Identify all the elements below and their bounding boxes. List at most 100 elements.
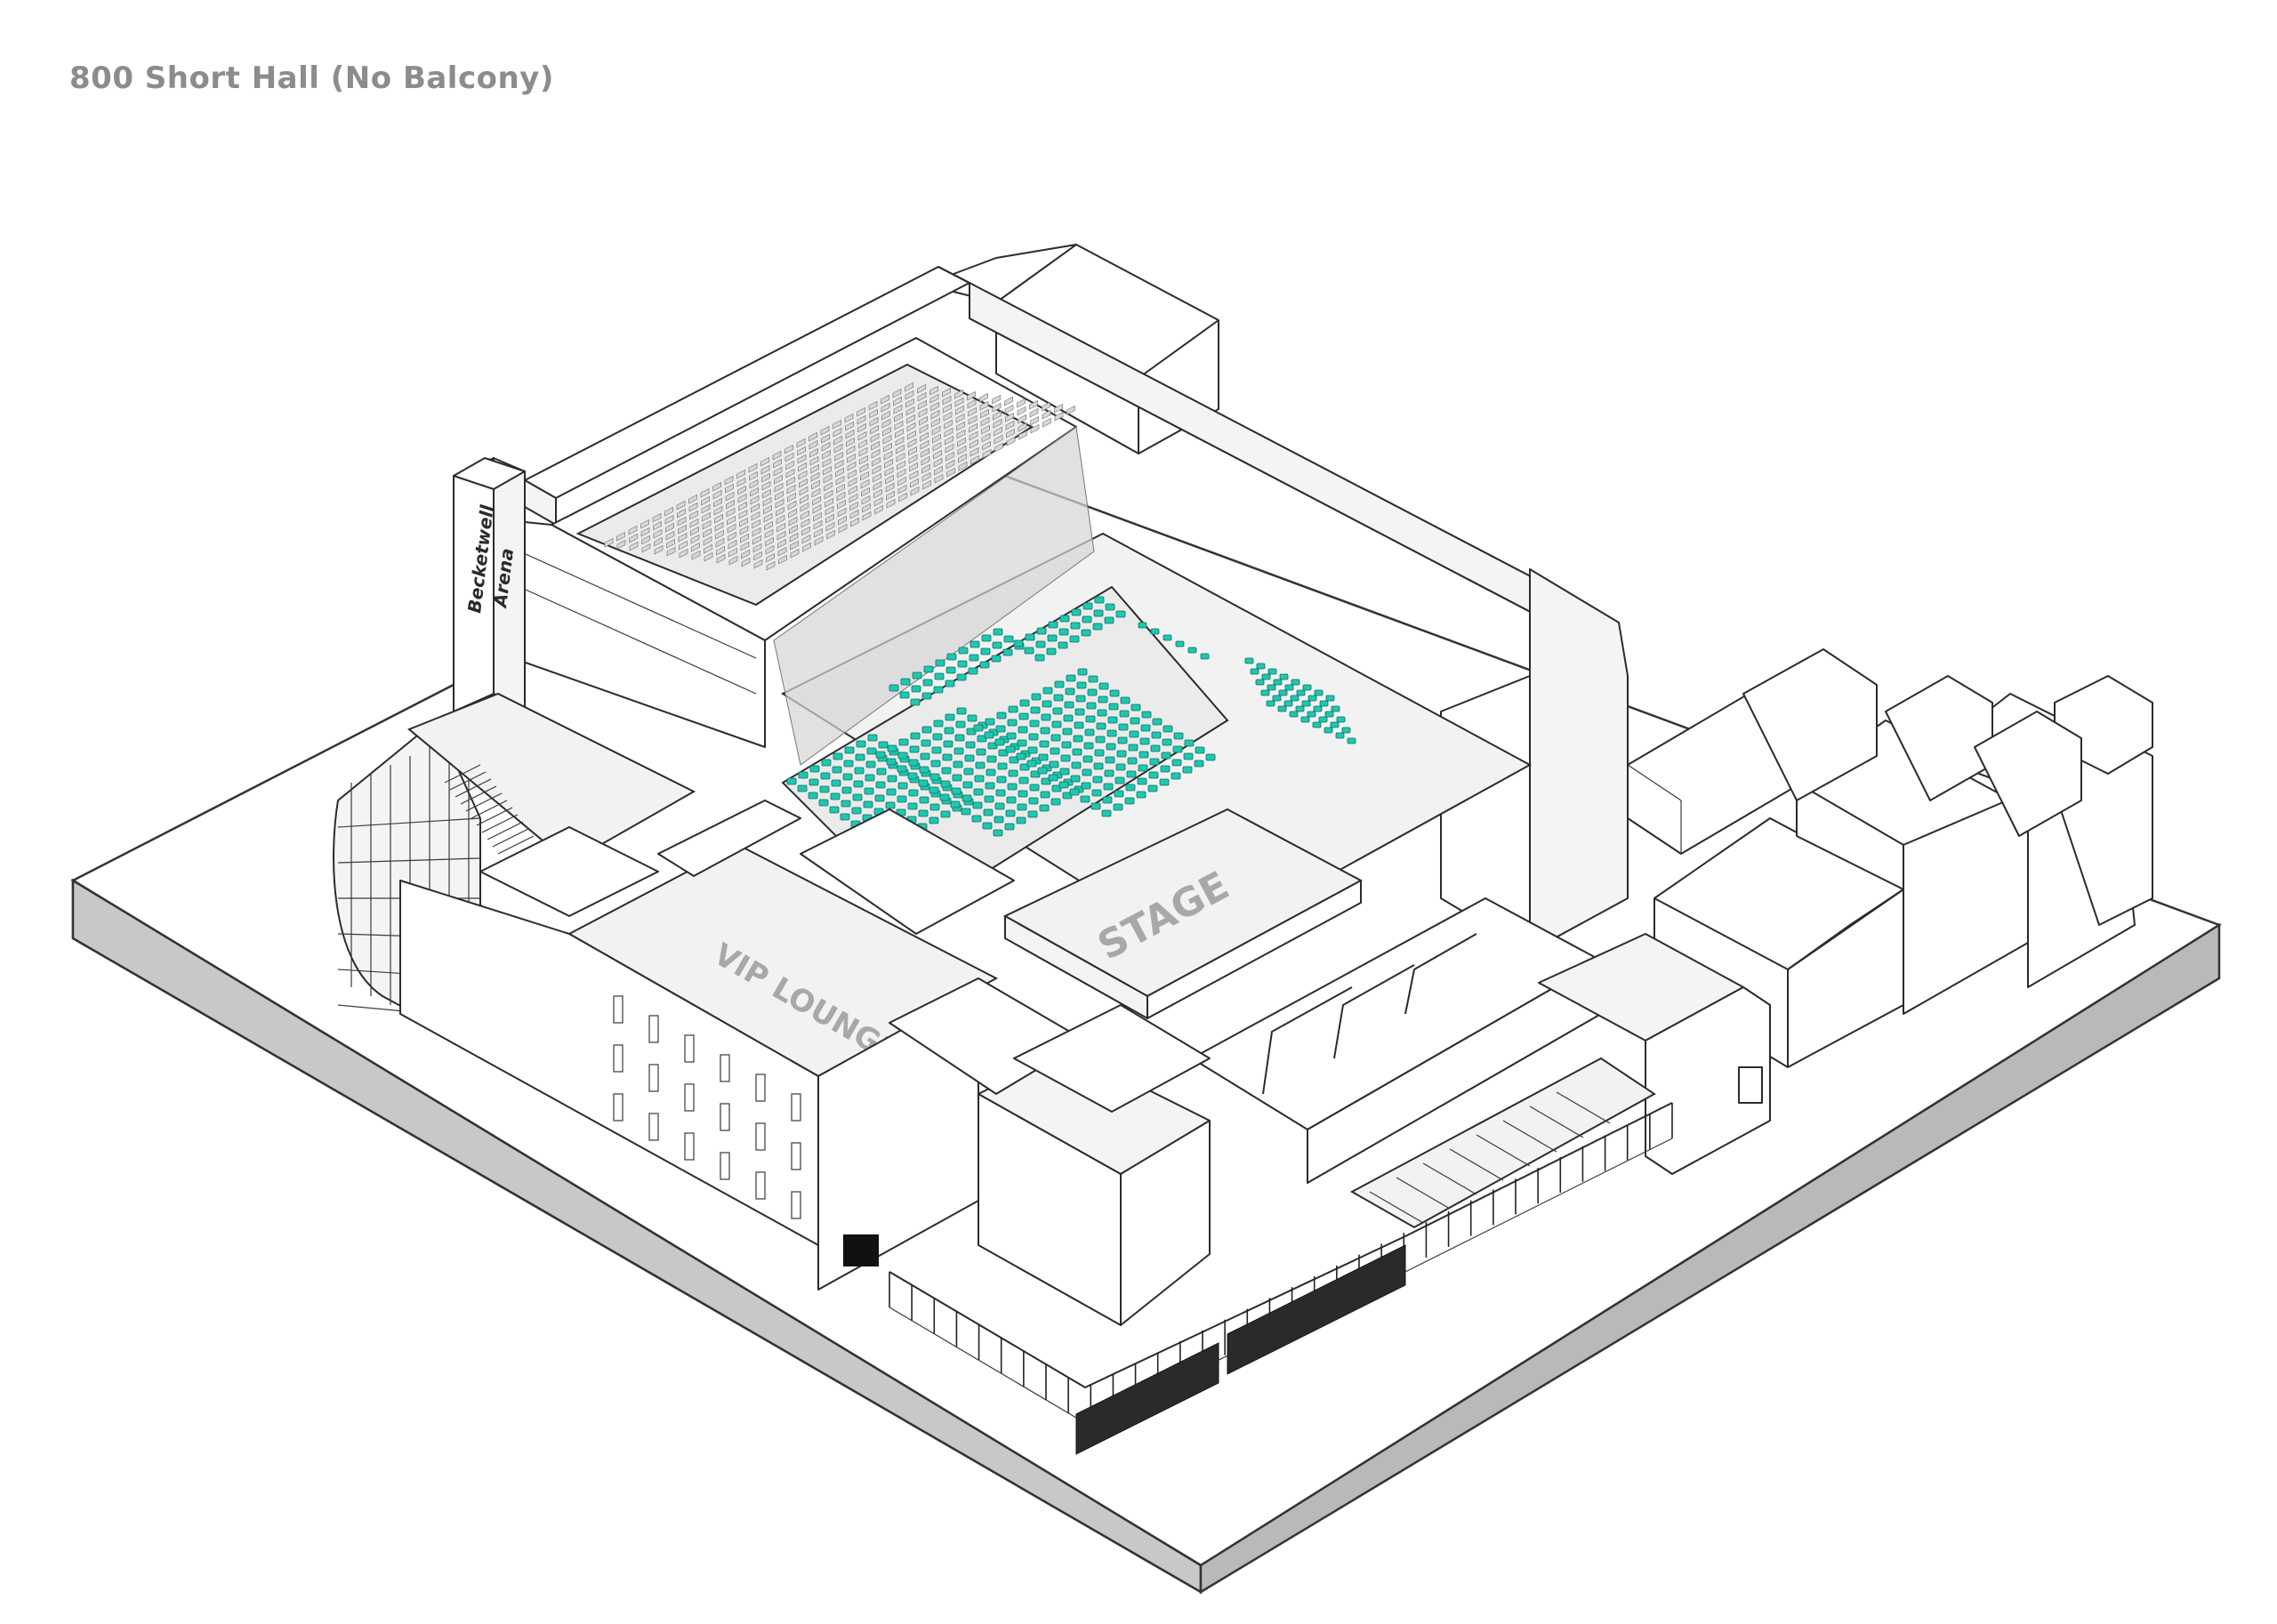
- teal-seat: [1117, 736, 1128, 744]
- teal-seat: [985, 718, 995, 726]
- grey-seat: [857, 430, 867, 441]
- grey-seat: [933, 449, 942, 460]
- grey-seat: [1030, 415, 1039, 426]
- grey-seat: [786, 484, 796, 494]
- side-seat: [1341, 727, 1351, 734]
- teal-seat: [833, 752, 843, 760]
- grey-seat: [893, 396, 902, 406]
- teal-seat: [974, 775, 985, 783]
- grey-seat: [929, 385, 938, 396]
- teal-seat: [1019, 763, 1030, 771]
- teal-seat: [968, 667, 978, 675]
- grey-seat: [704, 543, 712, 554]
- grey-seat: [737, 485, 746, 495]
- perimeter-fence: [889, 1102, 1673, 1455]
- teal-seat: [853, 780, 864, 788]
- facade-windows: [613, 995, 801, 1219]
- grey-seat: [942, 395, 952, 406]
- grey-seat: [809, 439, 818, 450]
- teal-seat: [875, 781, 886, 789]
- ramp-stripe: [1449, 1148, 1504, 1181]
- teal-seat: [1182, 766, 1193, 774]
- grey-seat: [762, 496, 772, 507]
- grey-seat: [955, 413, 965, 423]
- teal-seat: [951, 787, 961, 795]
- teal-seat: [1113, 803, 1123, 811]
- teal-seat: [933, 686, 944, 694]
- teal-seat: [1141, 711, 1152, 719]
- teal-seat: [1053, 694, 1064, 702]
- grey-seat: [844, 413, 854, 423]
- grey-seat: [858, 446, 868, 457]
- teal-seat: [965, 741, 976, 749]
- grey-seat: [849, 493, 858, 503]
- teal-seat: [941, 767, 952, 775]
- teal-seat: [929, 773, 940, 781]
- side-seat: [1273, 679, 1283, 686]
- teal-seat: [1036, 627, 1047, 635]
- grey-seat: [905, 398, 914, 408]
- grey-seat: [958, 461, 968, 471]
- teal-seat: [1094, 749, 1105, 757]
- grey-seat: [750, 494, 760, 505]
- grey-seat: [728, 531, 736, 542]
- grey-seat: [1030, 423, 1040, 434]
- grey-seat: [934, 465, 943, 476]
- teal-seat: [1184, 739, 1195, 747]
- facade-window: [684, 1034, 695, 1063]
- grey-seat: [616, 531, 625, 542]
- side-seat: [1324, 727, 1333, 734]
- grey-seat: [943, 403, 952, 414]
- stair-tread: [460, 785, 497, 805]
- grey-seat: [881, 410, 890, 421]
- grey-seat: [813, 511, 822, 522]
- teal-seat: [981, 634, 992, 642]
- side-seat: [1312, 721, 1322, 728]
- grey-seat: [812, 503, 822, 514]
- grey-seat: [883, 442, 892, 453]
- grey-seat: [691, 550, 701, 560]
- teal-seat: [997, 762, 1008, 770]
- grey-seat: [993, 410, 1002, 421]
- teal-seat: [1093, 762, 1104, 770]
- stage: STAGE: [1002, 808, 1364, 1019]
- teal-seat: [1114, 790, 1124, 798]
- grey-seat: [752, 535, 761, 545]
- teal-seat: [1027, 810, 1038, 818]
- grey-seat: [882, 434, 892, 445]
- teal-seat: [821, 759, 832, 767]
- grey-seat: [982, 440, 991, 451]
- side-seat: [1347, 737, 1356, 744]
- teal-seat: [1064, 701, 1074, 709]
- side-seat: [1290, 695, 1299, 702]
- teal-seat: [1082, 768, 1092, 776]
- gate: [1227, 1244, 1406, 1375]
- teal-seat: [1077, 668, 1088, 676]
- teal-seat: [992, 641, 1002, 649]
- side-seat: [1150, 628, 1160, 635]
- grey-seat: [760, 464, 770, 475]
- grey-seat: [873, 480, 882, 491]
- teal-seat: [1115, 610, 1126, 618]
- side-seat: [1314, 689, 1324, 696]
- teal-seat: [1104, 769, 1114, 777]
- grey-seat: [751, 511, 760, 521]
- teal-seat: [962, 781, 973, 789]
- grey-seat: [785, 468, 795, 478]
- teal-seat: [970, 640, 980, 648]
- teal-seat: [1008, 705, 1018, 713]
- stair-tread: [481, 814, 519, 833]
- grey-seat: [846, 437, 855, 447]
- grey-seat: [776, 530, 786, 541]
- grey-seat: [666, 546, 676, 557]
- facade-window: [613, 1044, 624, 1073]
- grey-seat: [846, 445, 856, 455]
- grey-seat: [869, 408, 878, 419]
- grey-seat: [1006, 428, 1015, 438]
- grey-seat: [847, 461, 857, 471]
- teal-seat: [1082, 615, 1092, 623]
- grey-seat: [970, 454, 979, 465]
- teal-seat: [1137, 777, 1147, 785]
- teal-seat: [932, 733, 943, 741]
- teal-seat: [984, 731, 994, 739]
